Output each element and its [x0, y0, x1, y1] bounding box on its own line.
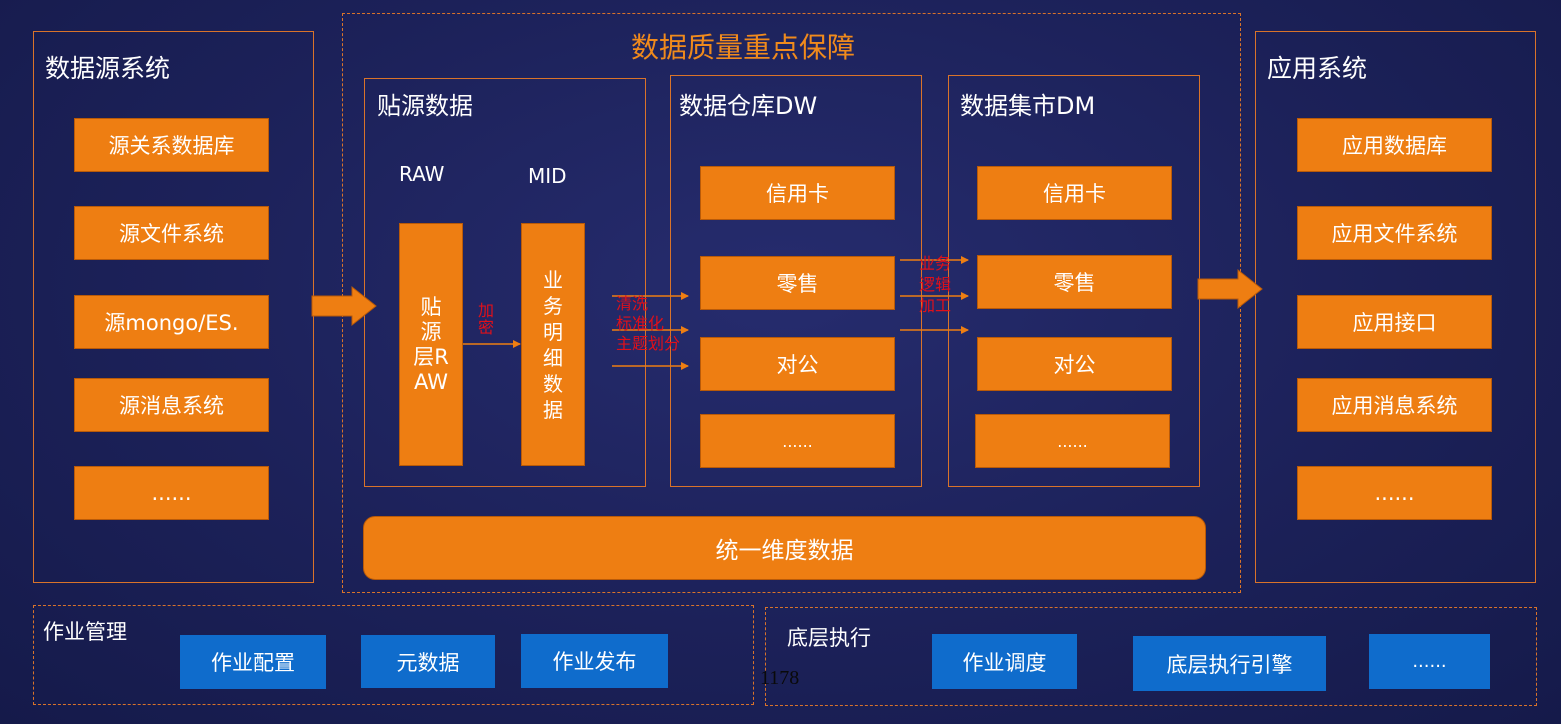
- mid-label: MID: [528, 164, 567, 188]
- app-more: ......: [1297, 466, 1492, 520]
- mid-detail-text: 业务明细数据: [543, 267, 563, 422]
- job-mgmt-panel: [33, 605, 754, 705]
- raw-panel-title: 贴源数据: [377, 92, 473, 120]
- unified-dimension-bar: 统一维度数据: [363, 516, 1206, 580]
- dw-more: ......: [700, 414, 895, 468]
- dm-to-app-arrow: [1197, 268, 1263, 310]
- source-relational-db: 源关系数据库: [74, 118, 269, 172]
- app-interface: 应用接口: [1297, 295, 1492, 349]
- raw-layer-box: 贴源层RAW: [399, 223, 463, 466]
- business-label: 业务: [919, 254, 952, 273]
- exec-more-box: ......: [1369, 634, 1490, 689]
- source-more: ......: [74, 466, 269, 520]
- job-mgmt-title: 作业管理: [43, 620, 127, 644]
- metadata-box: 元数据: [361, 635, 495, 688]
- app-file-system: 应用文件系统: [1297, 206, 1492, 260]
- dw-title: 数据仓库DW: [679, 92, 818, 120]
- source-title: 数据源系统: [45, 54, 171, 83]
- quality-title: 数据质量重点保障: [631, 31, 856, 64]
- app-message-system: 应用消息系统: [1297, 378, 1492, 432]
- dm-more: ......: [975, 414, 1170, 468]
- app-panel: [1255, 31, 1536, 583]
- theme-label: 主题划分: [616, 334, 681, 353]
- app-database: 应用数据库: [1297, 118, 1492, 172]
- dw-credit-card: 信用卡: [700, 166, 895, 220]
- mid-detail-box: 业务明细数据: [521, 223, 585, 466]
- process-label: 加工: [919, 296, 952, 315]
- job-config-box: 作业配置: [180, 635, 326, 689]
- standardize-label: 标准化: [616, 314, 665, 333]
- dw-retail: 零售: [700, 256, 895, 310]
- job-publish-box: 作业发布: [521, 634, 668, 688]
- raw-layer-text: 贴源层RAW: [413, 294, 449, 394]
- raw-label: RAW: [399, 162, 445, 186]
- source-mongo-es: 源mongo/ES.: [74, 295, 269, 349]
- source-message-system: 源消息系统: [74, 378, 269, 432]
- source-file-system: 源文件系统: [74, 206, 269, 260]
- exec-title: 底层执行: [787, 626, 871, 650]
- clean-label: 清洗: [616, 294, 649, 313]
- footnote-text: 1178: [760, 667, 800, 689]
- encrypt-label: 加密: [478, 301, 495, 337]
- dm-retail: 零售: [977, 255, 1172, 309]
- exec-panel: [765, 607, 1537, 706]
- dm-title: 数据集市DM: [960, 92, 1096, 120]
- dw-corporate: 对公: [700, 337, 895, 391]
- dm-credit-card: 信用卡: [977, 166, 1172, 220]
- app-title: 应用系统: [1267, 54, 1368, 83]
- raw-panel: [364, 78, 646, 487]
- logic-label: 逻辑: [919, 275, 952, 294]
- job-schedule-box: 作业调度: [932, 634, 1077, 689]
- source-to-raw-arrow: [311, 285, 377, 327]
- exec-engine-box: 底层执行引擎: [1133, 636, 1326, 691]
- dm-corporate: 对公: [977, 337, 1172, 391]
- dw-panel: [670, 75, 922, 487]
